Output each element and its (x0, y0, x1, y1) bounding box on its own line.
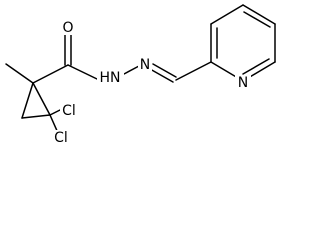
pyridine-bond-3-inner (243, 11, 271, 28)
methyl-bond (5, 63, 34, 84)
imine-double-bond-b (149, 68, 174, 83)
cyclopropane-ring (21, 82, 51, 119)
pyridine-bond-3 (242, 4, 276, 25)
carbonyl-carbon-bond (32, 64, 69, 84)
pyridine-bond-5-inner (242, 58, 270, 75)
pyridine-bond-2 (210, 4, 244, 25)
amide-nh-label: HN (100, 70, 121, 86)
imine-nitrogen-label: N (140, 57, 150, 73)
hydrazine-n-n-bond (123, 65, 140, 75)
pyridine-nitrogen-label: N (238, 75, 248, 91)
ring-bond-top-left (21, 82, 34, 119)
imine-double-bond-a (152, 63, 177, 78)
ring-bond-bottom (21, 114, 51, 119)
chemical-structure-diagram: O HN N N Cl Cl (5, 4, 276, 146)
oxygen-atom-label: O (62, 20, 73, 36)
ring-bond-top-right (32, 82, 51, 116)
amide-bond (67, 64, 98, 80)
chlorine-atom-label-2: Cl (54, 130, 68, 146)
pyridine-ring (210, 4, 276, 82)
imine-to-ring-bond (175, 61, 212, 81)
chlorine-bond-1 (49, 109, 61, 116)
chlorine-atom-label-1: Cl (62, 103, 76, 119)
